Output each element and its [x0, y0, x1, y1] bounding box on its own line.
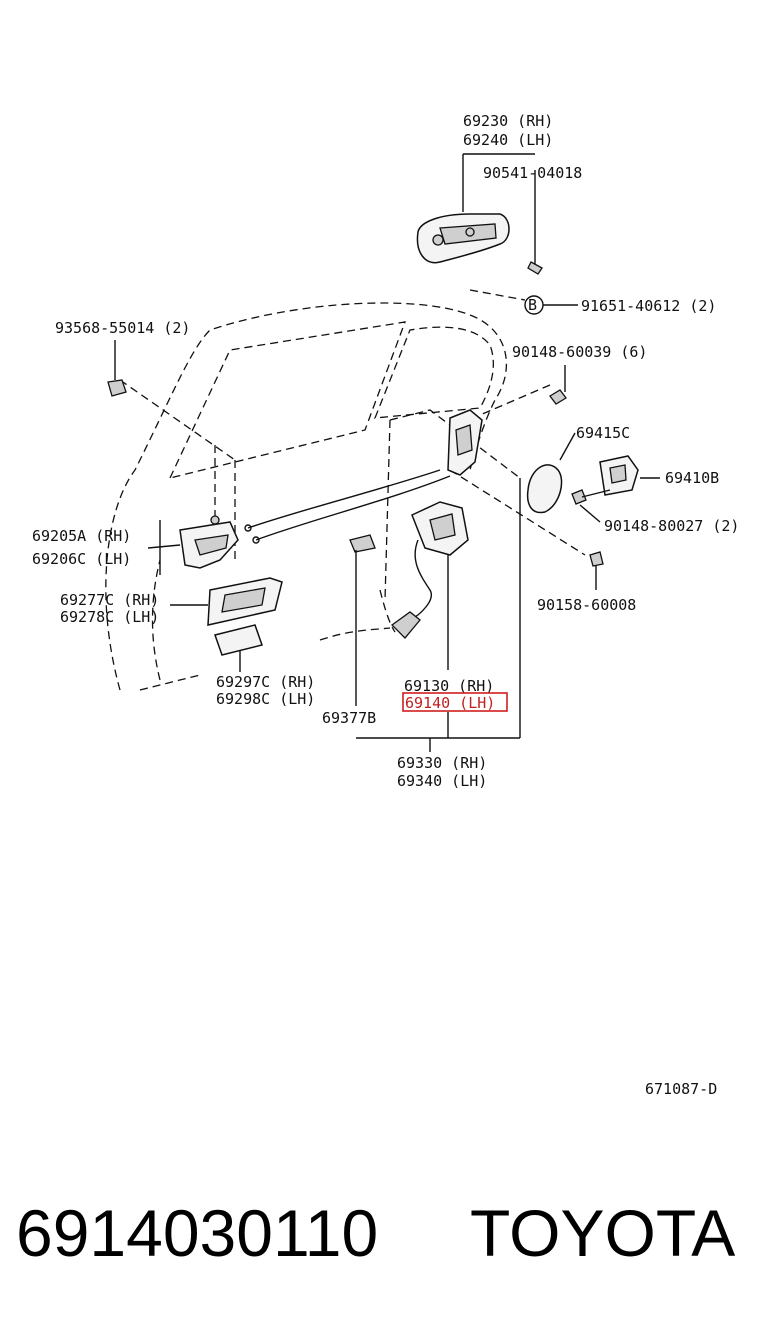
screw-icon [549, 365, 567, 405]
part-number-title: 6914030110 [16, 1196, 378, 1270]
lock-rod [244, 469, 451, 544]
screw-icon [527, 170, 543, 275]
handle-cover-icon [214, 624, 263, 672]
brand-name: TOYOTA [470, 1196, 735, 1270]
callout-b-label: B [528, 296, 537, 314]
screw-icon [589, 551, 604, 590]
label-69340: 69340 (LH) [397, 772, 487, 790]
label-69277c: 69277C (RH) [60, 591, 159, 609]
outer-door-handle-icon [416, 213, 510, 264]
label-90148-2: 90148-80027 (2) [604, 517, 739, 535]
label-90541: 90541-04018 [483, 164, 582, 182]
label-69240: 69240 (LH) [463, 131, 553, 149]
clamp-icon [349, 534, 376, 706]
label-69130: 69130 (RH) [404, 677, 494, 695]
door-lock-icon [391, 409, 483, 639]
label-93568: 93568-55014 (2) [55, 319, 190, 337]
label-69230: 69230 (RH) [463, 112, 553, 130]
label-69297c: 69297C (RH) [216, 673, 315, 691]
label-69377b: 69377B [322, 709, 376, 727]
diagram-code: 671087-D [645, 1080, 717, 1098]
label-69415c: 69415C [576, 424, 630, 442]
handle-bezel-icon [170, 577, 283, 626]
highlight-box [402, 692, 508, 712]
callout-b-icon: B [524, 295, 578, 315]
label-90148-6: 90148-60039 (6) [512, 343, 647, 361]
label-69298c: 69298C (LH) [216, 690, 315, 708]
striker-cover-icon [526, 432, 576, 514]
label-69140-highlighted: 69140 (LH) [405, 694, 495, 712]
label-69278c: 69278C (LH) [60, 608, 159, 626]
label-90158: 90158-60008 [537, 596, 636, 614]
label-69410b: 69410B [665, 469, 719, 487]
label-91651: 91651-40612 (2) [581, 297, 716, 315]
screw-icon [571, 489, 611, 523]
label-69205a: 69205A (RH) [32, 527, 131, 545]
assembly-bracket [356, 478, 521, 752]
label-69330: 69330 (RH) [397, 754, 487, 772]
inner-door-handle-icon [147, 515, 239, 575]
clip-icon [107, 340, 127, 397]
door-striker-icon [599, 455, 660, 496]
label-69206c: 69206C (LH) [32, 550, 131, 568]
